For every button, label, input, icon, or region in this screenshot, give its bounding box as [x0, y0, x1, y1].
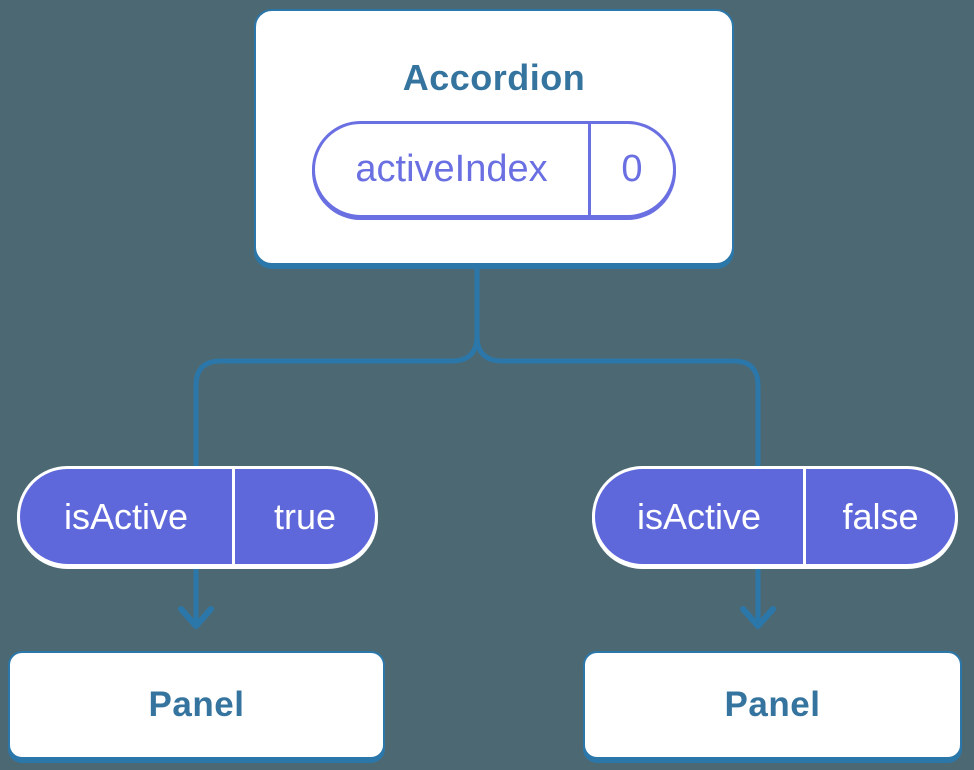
prop-value: true [232, 469, 375, 564]
accordion-node-title: Accordion [402, 56, 586, 98]
connector-right-branch [474, 263, 761, 624]
prop-name: isActive [636, 495, 762, 537]
state-name: activeIndex [355, 147, 548, 190]
state-pill: activeIndex 0 [312, 120, 676, 218]
panel-node-left: Panel [8, 651, 385, 759]
prop-pill-right: isActive false [592, 466, 958, 567]
panel-node-title: Panel [724, 685, 821, 724]
prop-value: false [803, 469, 955, 564]
state-value: 0 [588, 123, 673, 215]
prop-pill-left: isActive true [17, 466, 378, 567]
arrow-down-icon [740, 606, 776, 629]
accordion-node: Accordion activeIndex 0 [254, 9, 734, 265]
connector-left-branch [193, 263, 480, 624]
panel-node-right: Panel [583, 651, 962, 759]
arrow-down-icon [178, 606, 214, 629]
panel-node-title: Panel [148, 685, 245, 724]
prop-name: isActive [63, 495, 189, 537]
